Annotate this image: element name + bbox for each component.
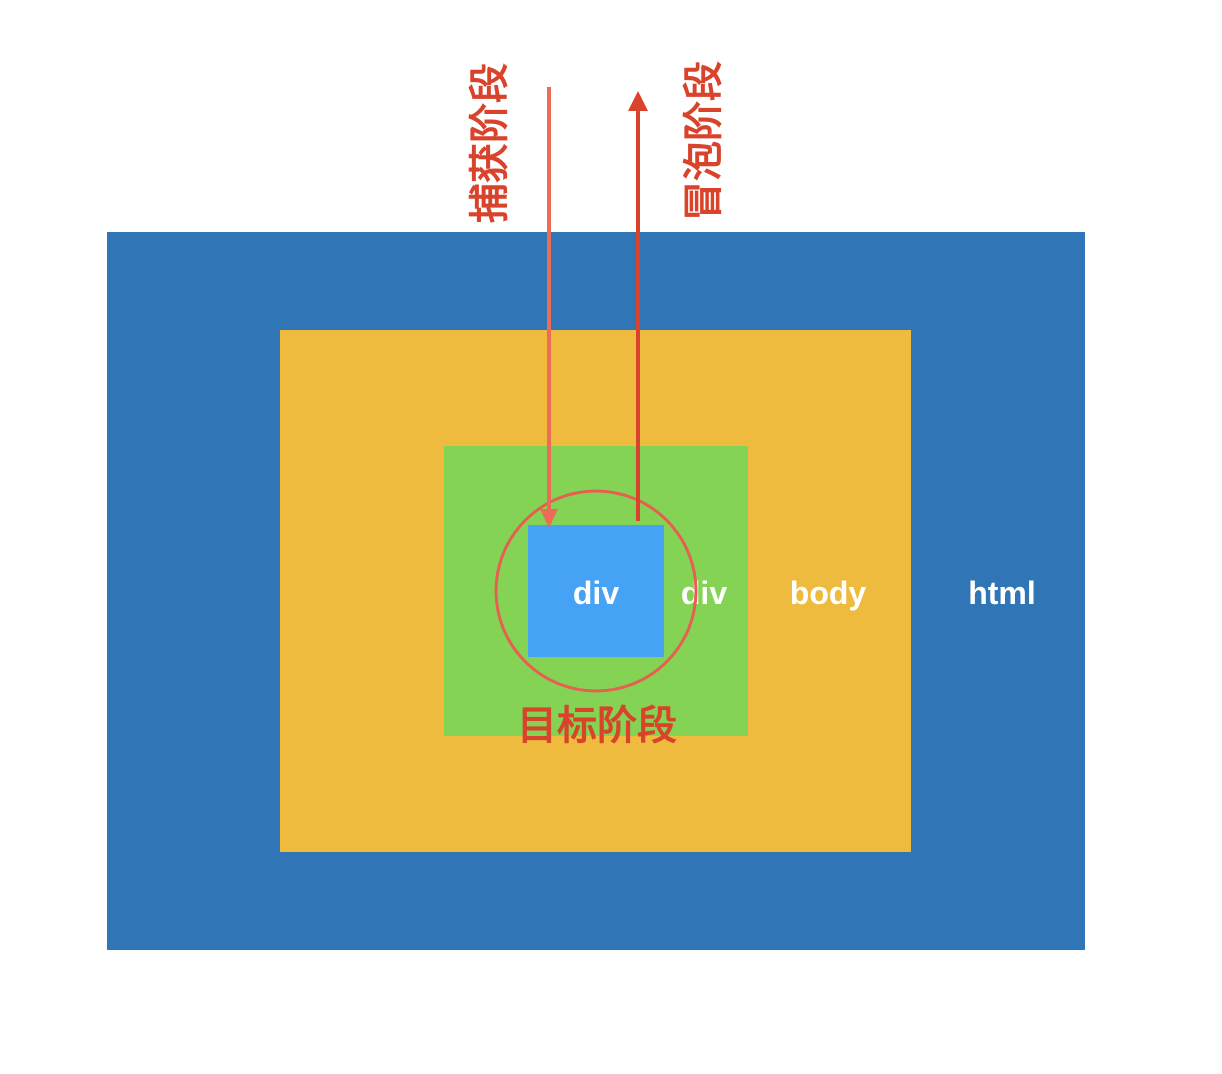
target-phase-label: 目标阶段 — [517, 704, 677, 748]
body-label: body — [789, 575, 867, 611]
inner-div-label: div — [572, 575, 620, 611]
capture-phase-label: 捕获阶段 — [468, 63, 512, 223]
bubble-arrow-head — [628, 91, 648, 111]
outer-div-label: div — [680, 575, 728, 611]
bubble-phase-label: 冒泡阶段 — [682, 61, 726, 221]
html-label: html — [968, 575, 1036, 611]
